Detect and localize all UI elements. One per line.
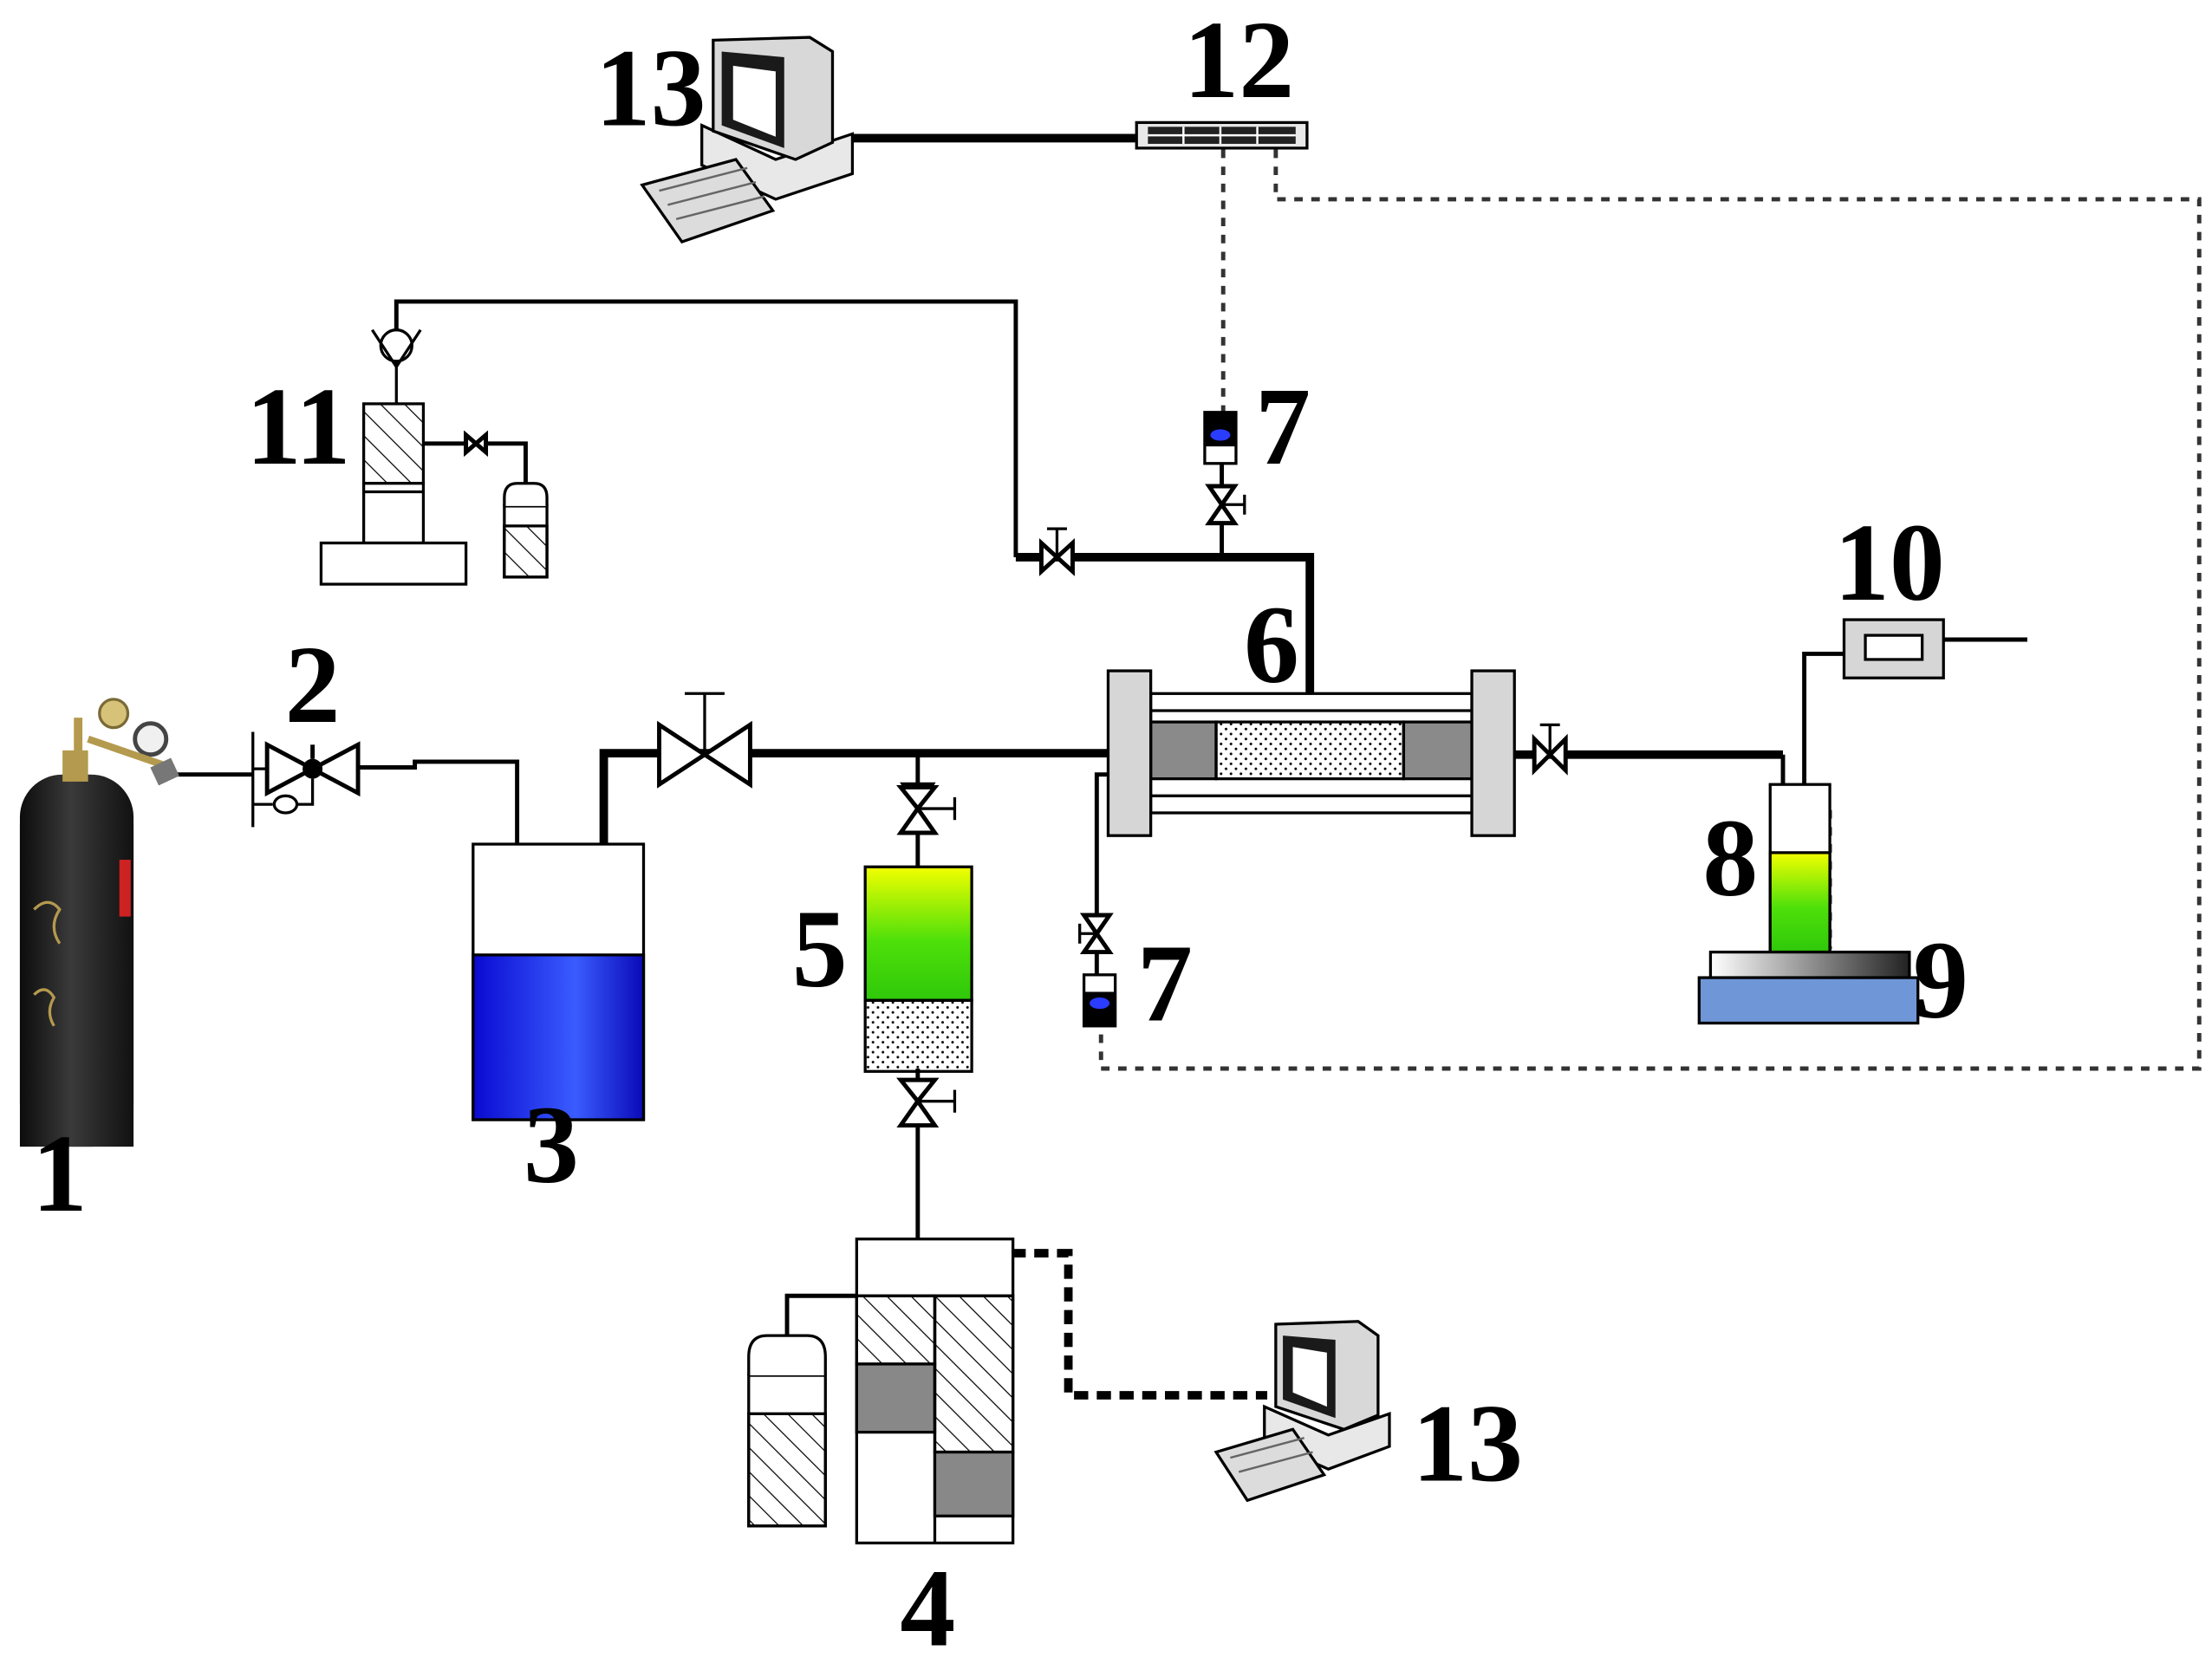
pressure-line-valve [1038,527,1075,576]
confining-pump [319,328,549,586]
label-12: 12 [1183,0,1294,121]
main-valve [657,692,752,789]
intermediate-container [472,842,646,1121]
label-1: 1 [32,1112,88,1235]
valve-5-bottom [896,1077,957,1128]
label-3: 3 [524,1083,579,1206]
computer-icon-top [640,36,855,244]
core-holder [1106,669,1516,837]
pump-11-bottle [503,482,549,579]
label-5: 5 [792,887,848,1010]
label-4: 4 [900,1546,955,1657]
gas-cylinder [19,750,134,1147]
regulator-valve [251,731,361,828]
label-13-top: 13 [595,27,706,150]
valve-5-top [896,782,957,835]
outlet-valve [1532,723,1568,776]
pressure-regulator [74,698,179,786]
label-9: 9 [1913,919,1968,1042]
electronic-balance [1697,950,1920,1025]
pump-4-bottle [747,1334,827,1528]
pressure-sensor-upper [1203,411,1246,526]
piston-container [863,782,973,1128]
pipe-network [172,133,2027,1336]
collector-cylinder [1768,783,1831,954]
label-8: 8 [1702,796,1758,919]
label-10: 10 [1834,501,1945,624]
label-2: 2 [285,623,341,746]
label-7-upper: 7 [1255,365,1311,488]
label-13-bottom: 13 [1412,1381,1523,1504]
flow-meter [1842,618,1945,679]
computer-icon-bottom [1213,1320,1391,1503]
label-7-lower: 7 [1137,921,1193,1044]
data-acquisition-unit [1135,120,1309,150]
label-11: 11 [246,365,351,488]
label-6: 6 [1244,583,1299,706]
displacement-pump [747,1238,1015,1545]
pressure-sensor-lower [1078,913,1117,1028]
